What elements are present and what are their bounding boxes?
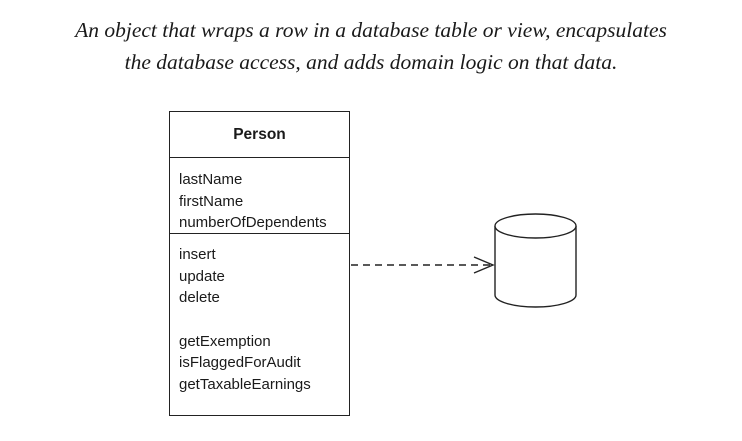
operation-delete: delete <box>179 289 220 306</box>
database-cylinder-body <box>494 226 577 308</box>
diagram-caption: An object that wraps a row in a database… <box>0 14 742 78</box>
class-attributes: lastName firstName numberOfDependents <box>170 158 349 234</box>
attribute-number-of-dependents: numberOfDependents <box>179 214 327 231</box>
operation-is-flagged-for-audit: isFlaggedForAudit <box>179 354 301 371</box>
dependency-arrow <box>351 256 495 274</box>
caption-line-2: the database access, and adds domain log… <box>124 50 618 74</box>
database-cylinder-icon <box>494 213 577 308</box>
person-class-box: Person lastName firstName numberOfDepend… <box>169 111 350 416</box>
operation-get-taxable-earnings: getTaxableEarnings <box>179 375 311 393</box>
operation-group-gap <box>179 309 349 331</box>
database-cylinder-top <box>494 213 577 239</box>
operation-get-exemption: getExemption <box>179 332 271 350</box>
operation-insert: insert <box>179 246 216 263</box>
dependency-arrowhead <box>473 256 495 274</box>
attribute-last-name: lastName <box>179 171 243 188</box>
attribute-first-name: firstName <box>179 192 244 210</box>
class-operations: insert update delete getExemption isFlag… <box>170 234 349 395</box>
class-name: Person <box>170 112 349 158</box>
caption-line-1: An object that wraps a row in a database… <box>75 18 667 42</box>
operation-update: update <box>179 267 225 285</box>
